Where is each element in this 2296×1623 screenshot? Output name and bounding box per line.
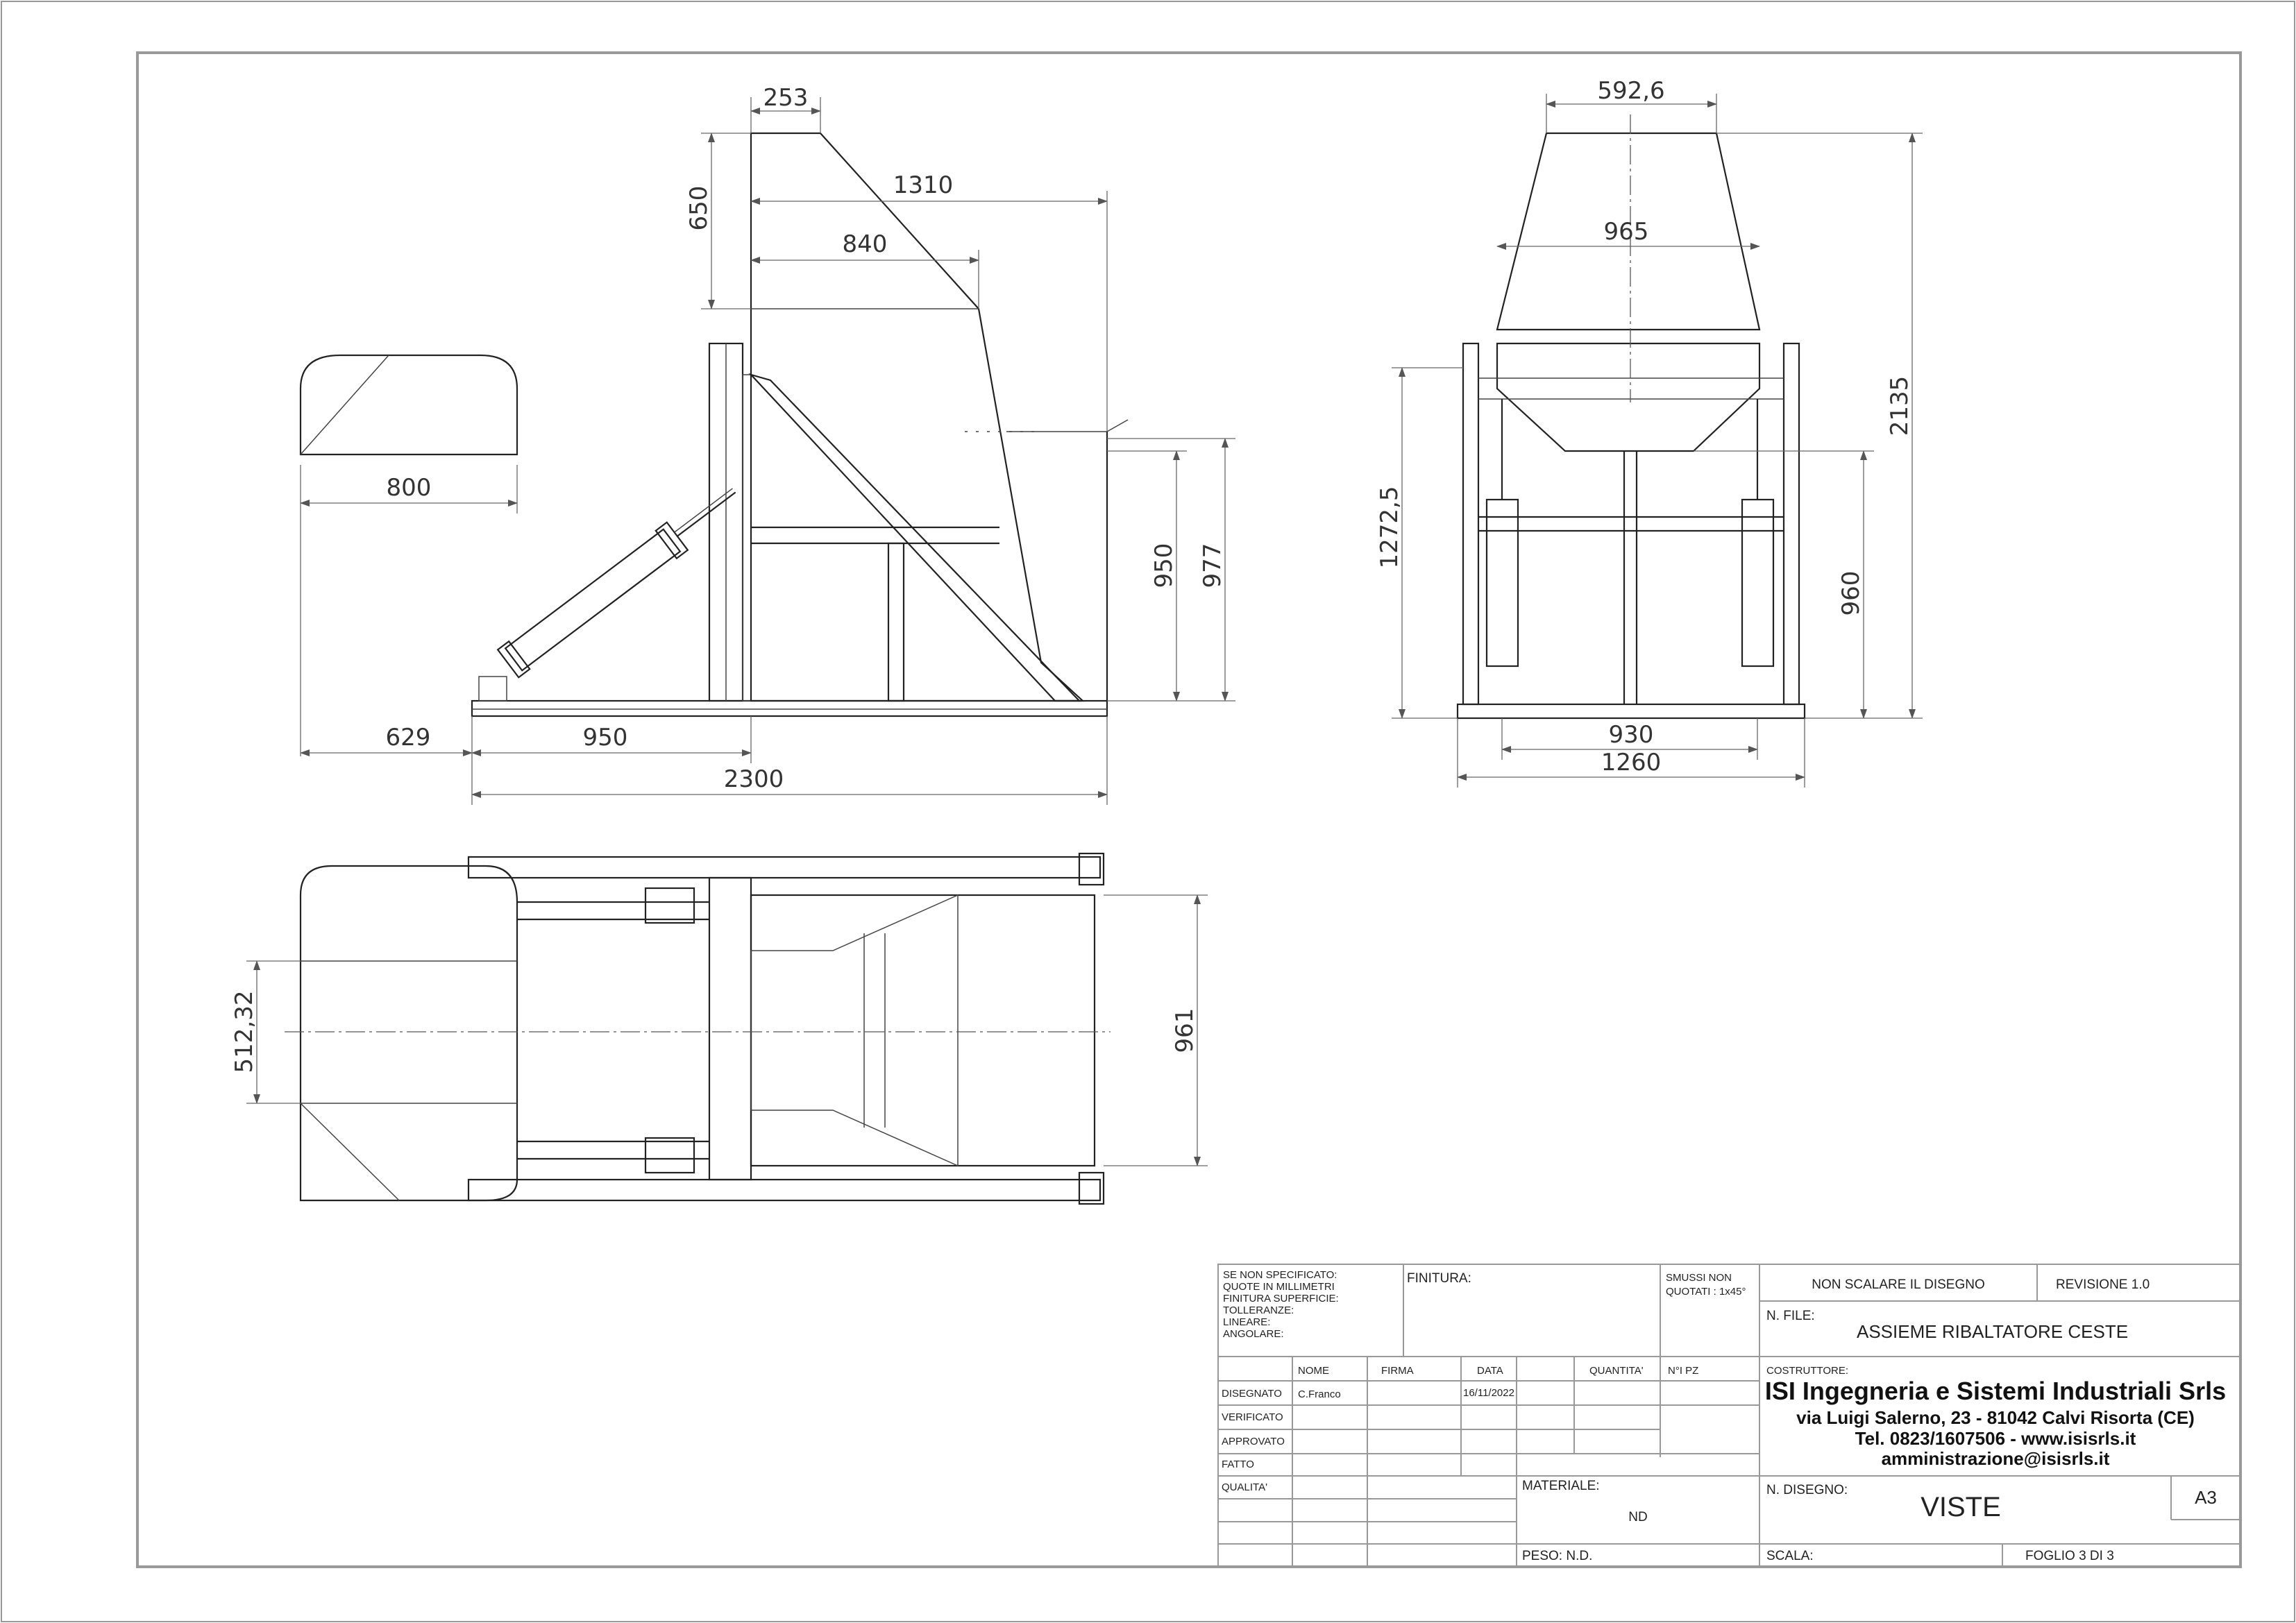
- drawing-number: VISTE: [1921, 1492, 2001, 1522]
- side-hopper: [750, 132, 1085, 702]
- front-view: 592,6 965 2135 1272,5 960 930 1260: [1376, 77, 1923, 788]
- file-label: N. FILE:: [1766, 1309, 1815, 1323]
- dim-top-overall-width: 961: [1171, 1008, 1199, 1053]
- front-left-cylinder: [1485, 498, 1519, 668]
- dim-front-cylinder-height: 960: [1837, 571, 1865, 616]
- row-label-qualita: QUALITA': [1222, 1481, 1267, 1493]
- finitura-label: FINITURA:: [1407, 1271, 1471, 1286]
- dim-base-950: 950: [583, 724, 628, 751]
- designer-name: C.Franco: [1298, 1388, 1341, 1400]
- col-header-quantity: QUANTITA': [1589, 1365, 1644, 1377]
- revision-label: REVISIONE 1.0: [2056, 1277, 2150, 1292]
- sheet-info: FOGLIO 3 DI 3: [2025, 1549, 2114, 1563]
- dim-top-width: 253: [763, 84, 809, 112]
- dim-top-basket-half: 512,32: [230, 991, 258, 1073]
- drawing-no-label: N. DISEGNO:: [1766, 1483, 1848, 1497]
- col-header-signature: FIRMA: [1381, 1365, 1414, 1377]
- basket-detail: 800: [299, 354, 518, 756]
- note-line-5: LINEARE:: [1223, 1316, 1270, 1328]
- top-view: 512,32 961: [230, 852, 1208, 1205]
- row-label-fatto: FATTO: [1222, 1459, 1254, 1470]
- manufacturer-label: COSTRUTTORE:: [1766, 1365, 1848, 1377]
- side-pneumatic-cylinder: [496, 488, 736, 679]
- col-header-pieces: N°I PZ: [1668, 1365, 1698, 1377]
- dim-hopper-height: 650: [685, 186, 713, 231]
- note-line-4: TOLLERANZE:: [1223, 1305, 1294, 1316]
- dim-front-overall-width: 1260: [1601, 749, 1662, 776]
- note-line-1: SE NON SPECIFICATO:: [1223, 1269, 1337, 1281]
- company-email: amministrazione@isisrls.it: [1882, 1448, 2110, 1469]
- material-value: ND: [1628, 1510, 1647, 1524]
- smussi-line-1: SMUSSI NON: [1666, 1272, 1732, 1284]
- col-header-name: NOME: [1298, 1365, 1329, 1377]
- row-label-verificato: VERIFICATO: [1222, 1411, 1283, 1423]
- top-lower-rail: [467, 1178, 1101, 1202]
- dim-height-977: 977: [1199, 543, 1226, 588]
- note-line-2: QUOTE IN MILLIMETRI: [1223, 1281, 1335, 1293]
- top-basket: [299, 865, 518, 1202]
- side-diagonal-brace: [748, 373, 1081, 702]
- front-right-cylinder: [1741, 498, 1775, 668]
- dim-hopper-inner: 840: [843, 230, 888, 258]
- dim-height-950: 950: [1150, 543, 1178, 588]
- dim-front-hopper-width: 965: [1604, 218, 1649, 246]
- col-header-date: DATA: [1477, 1365, 1503, 1377]
- dim-front-top-width: 592,6: [1597, 77, 1664, 105]
- top-upper-rail: [467, 856, 1101, 879]
- drawing-date: 16/11/2022: [1463, 1387, 1514, 1399]
- do-not-scale-note: NON SCALARE IL DISEGNO: [1812, 1277, 1985, 1292]
- dim-front-inner-width: 930: [1609, 721, 1654, 749]
- top-hopper: [750, 894, 1096, 1167]
- note-line-3: FINITURA SUPERFICIE:: [1223, 1293, 1339, 1305]
- title-block: SE NON SPECIFICATO: QUOTE IN MILLIMETRI …: [1217, 1264, 2241, 1567]
- sheet-size: A3: [2195, 1487, 2217, 1508]
- front-hopper: [1496, 132, 1761, 331]
- smussi-line-2: QUOTATI : 1x45°: [1666, 1286, 1746, 1298]
- company-name: ISI Ingegneria e Sistemi Industriali Srl…: [1765, 1377, 2226, 1405]
- dim-left-629: 629: [386, 724, 431, 751]
- note-line-6: ANGOLARE:: [1223, 1328, 1284, 1340]
- front-base: [1456, 703, 1806, 720]
- file-name: ASSIEME RIBALTATORE CESTE: [1857, 1321, 2128, 1342]
- weight-label: PESO: N.D.: [1522, 1549, 1592, 1563]
- company-address: via Luigi Salerno, 23 - 81042 Calvi Riso…: [1796, 1407, 2195, 1428]
- side-base-beam: [471, 699, 1108, 717]
- scale-label: SCALA:: [1766, 1549, 1814, 1563]
- row-label-disegnato: DISEGNATO: [1222, 1388, 1282, 1400]
- dim-front-overall-height: 2135: [1886, 376, 1914, 436]
- dim-overall-length: 2300: [724, 765, 784, 793]
- drawing-frame: [136, 51, 2242, 1568]
- row-label-approvato: APPROVATO: [1222, 1436, 1285, 1447]
- dim-basket-width: 800: [387, 474, 432, 502]
- side-view: 253 650 1310 840 950 977 629 950 2300: [300, 84, 1235, 805]
- material-label: MATERIALE:: [1522, 1479, 1600, 1493]
- dim-front-pivot-height: 1272,5: [1376, 486, 1403, 569]
- dim-hopper-reach: 1310: [893, 171, 954, 199]
- company-contact: Tel. 0823/1607506 - www.isisrls.it: [1855, 1428, 2136, 1449]
